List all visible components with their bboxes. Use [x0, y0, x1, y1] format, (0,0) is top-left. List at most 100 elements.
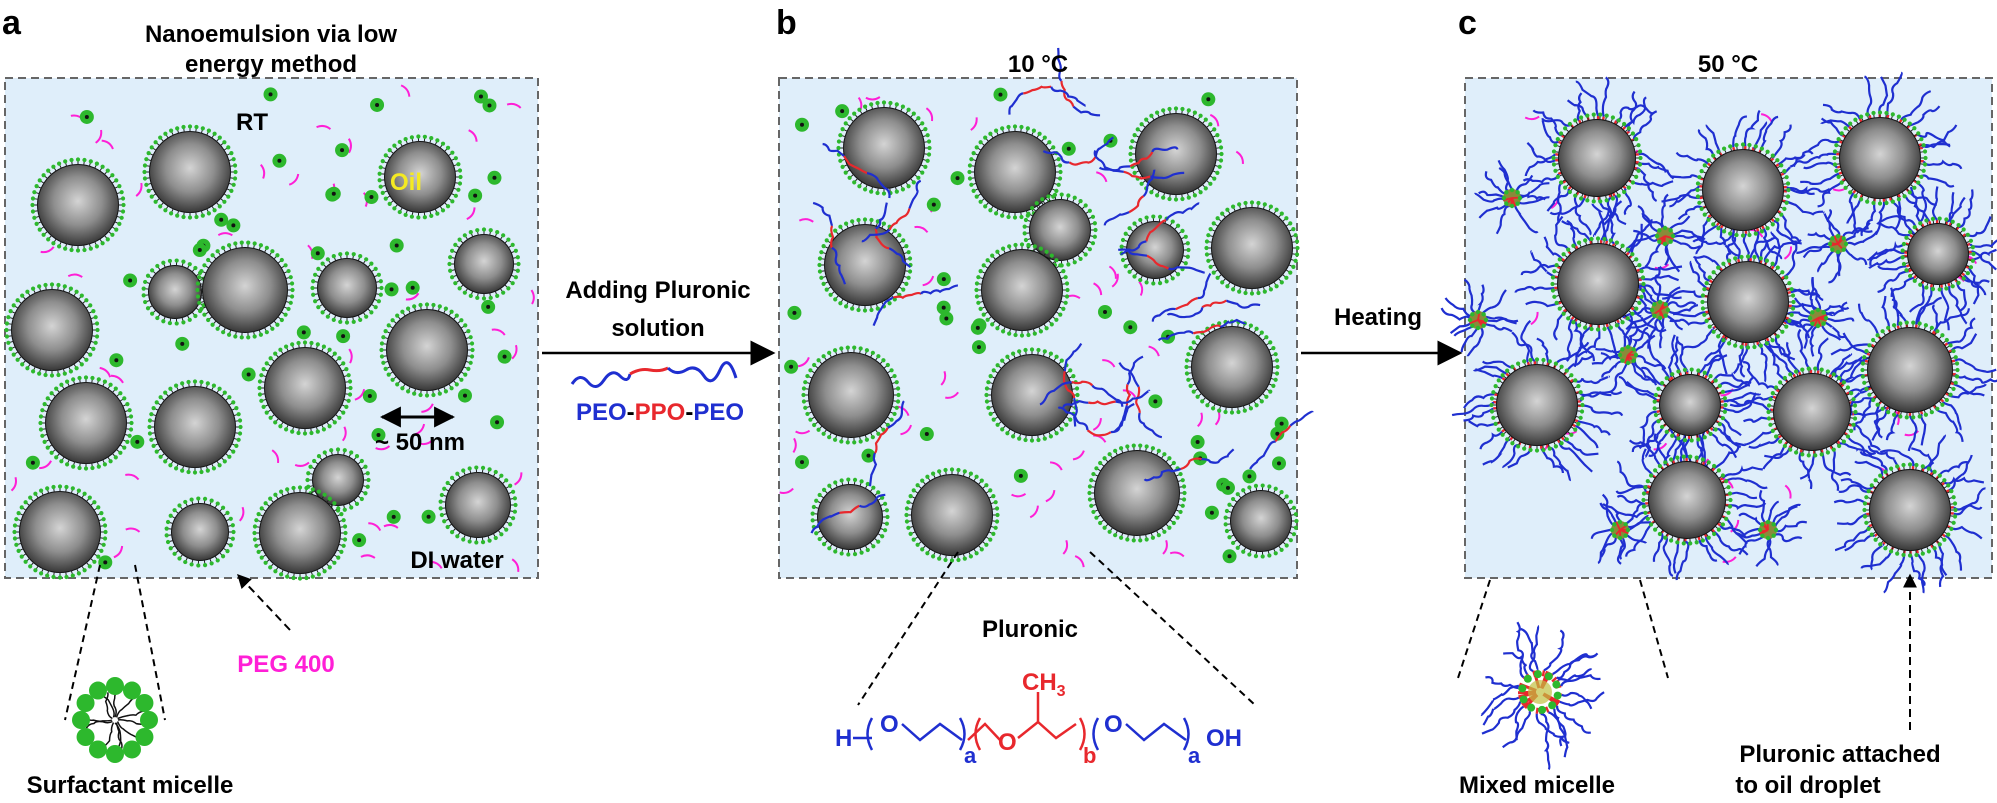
surfactant-head — [1178, 509, 1183, 515]
surfactant-head — [1576, 421, 1581, 427]
surfactant-head — [296, 430, 301, 436]
surfactant-head — [1065, 287, 1070, 293]
surfactant-head — [881, 358, 886, 363]
surfactant-head — [313, 272, 318, 277]
surfactant-head — [349, 505, 354, 510]
surfactant-head — [1162, 529, 1167, 534]
surfactant-head — [1579, 115, 1584, 120]
surfactant-head — [387, 201, 392, 206]
surfactant-head — [1884, 200, 1889, 206]
surfactant-head — [122, 396, 127, 401]
surfactant-head — [1056, 182, 1061, 187]
surfactant-head — [1637, 262, 1642, 268]
peo-brush — [1628, 439, 1663, 468]
surfactant-head — [1198, 113, 1203, 118]
peg-chain — [10, 476, 17, 492]
surfactant-head — [1733, 343, 1738, 348]
surfactant-head — [1953, 507, 1958, 513]
surfactant-head — [113, 455, 118, 460]
surfactant-head — [141, 286, 146, 291]
peo-brush — [1958, 189, 1974, 229]
surfactant-head — [988, 208, 993, 213]
surfactant-head — [1707, 275, 1712, 280]
peo-brush — [1675, 540, 1690, 581]
surfactant-head — [225, 549, 230, 554]
surfactant-head — [1787, 318, 1792, 324]
surfactant-head — [1953, 355, 1958, 360]
surfactant-head — [1726, 510, 1731, 515]
surfactant-head — [481, 296, 487, 301]
surfactant-head — [261, 366, 266, 372]
surfactant-head — [273, 420, 278, 425]
surfactant-head — [968, 471, 974, 476]
oil-droplet — [975, 132, 1055, 212]
surfactant-head — [1778, 380, 1783, 385]
surfactant-head — [1942, 478, 1947, 483]
surfactant-head — [45, 486, 50, 491]
surfactant-head — [1675, 540, 1680, 545]
surfactant-head — [1689, 367, 1694, 372]
surfactant-head — [442, 486, 447, 491]
peo-brush — [1663, 243, 1681, 273]
surfactant-head — [429, 213, 434, 219]
peo-brush — [1743, 416, 1771, 423]
surfactant-head — [1083, 203, 1088, 208]
surfactant-head — [187, 124, 193, 129]
surfactant-head — [94, 244, 100, 249]
surfactant-head — [1217, 164, 1222, 169]
ppo-segment — [839, 504, 860, 514]
peo-brush — [1633, 358, 1655, 384]
peo-brush — [1739, 527, 1761, 539]
surfactant-head — [814, 531, 819, 536]
surfactant-head — [892, 411, 897, 417]
surfactant-head — [1113, 448, 1118, 453]
surfactant-head — [1569, 432, 1574, 437]
surfactant-head — [187, 215, 193, 220]
surfactant-head — [827, 483, 832, 488]
peo-brush — [1793, 297, 1812, 315]
surfactant-head — [445, 204, 451, 209]
surfactant-head — [71, 377, 76, 382]
surfactant-head — [363, 464, 368, 469]
surfactant-head — [273, 351, 278, 356]
surfactant-head — [397, 209, 402, 215]
surfactant-head — [911, 180, 916, 185]
surfactant-head — [297, 485, 303, 490]
surfactant-head — [812, 422, 817, 428]
surfactant-head — [839, 439, 844, 444]
surfactant-head — [175, 126, 180, 131]
peo-brush — [1848, 192, 1860, 234]
peo-brush — [1934, 407, 1964, 443]
surfactant-head — [1711, 270, 1716, 275]
peo-segment — [1157, 330, 1195, 342]
surfactant-head — [1970, 245, 1975, 250]
surfactant-head — [1522, 359, 1527, 364]
peo-brush — [1630, 361, 1658, 386]
surfactant-head — [1656, 386, 1661, 391]
surfactant-head — [1608, 325, 1613, 330]
surfactant-head — [448, 255, 453, 260]
surfactant-head — [1098, 460, 1103, 466]
surfactant-head — [1224, 528, 1230, 534]
surfactant-head — [110, 232, 115, 237]
peg-chain — [419, 438, 434, 446]
surfactant-head — [1946, 532, 1951, 537]
peo-segment — [1072, 105, 1101, 117]
peo-segment — [1062, 400, 1089, 408]
surfactant-head — [390, 318, 395, 323]
small-micelle-core — [375, 102, 380, 107]
surfactant-head — [1173, 106, 1179, 111]
surfactant-head — [199, 469, 204, 475]
surfactant-head — [1026, 332, 1031, 338]
surfactant-head — [296, 340, 301, 346]
surfactant-head — [1061, 306, 1066, 312]
surfactant-head — [99, 510, 104, 516]
surfactant-head — [1948, 392, 1953, 397]
surfactant-head — [1271, 383, 1276, 389]
surfactant-head — [862, 217, 868, 222]
surfactant-head — [230, 536, 235, 541]
surfactant-head — [220, 505, 226, 510]
surfactant-head — [991, 417, 996, 422]
surfactant-head — [37, 227, 42, 232]
surfactant-head — [4, 334, 10, 339]
